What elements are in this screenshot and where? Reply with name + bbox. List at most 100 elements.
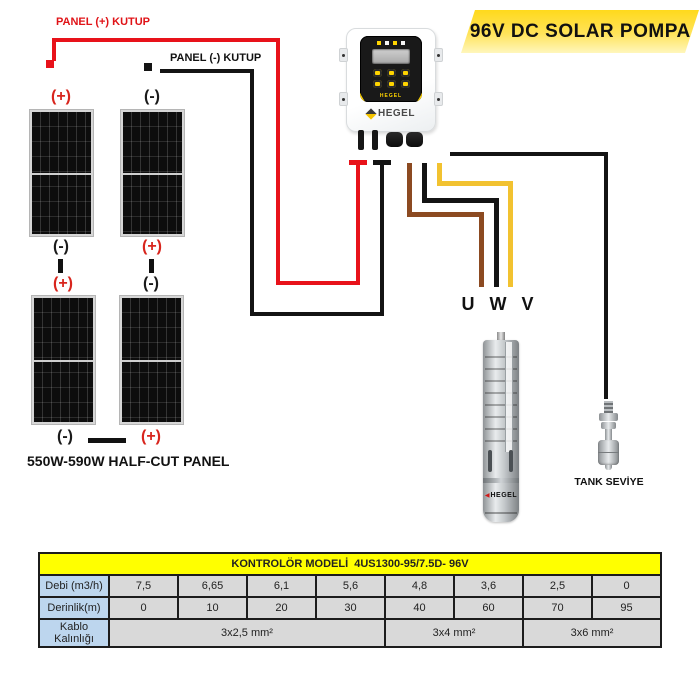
wire-w-black xyxy=(422,163,427,203)
panel-divider xyxy=(123,173,182,175)
wire-red-stub xyxy=(52,40,56,61)
wire-red-down xyxy=(276,38,280,285)
cable-gland xyxy=(358,130,364,150)
solar-panel-2 xyxy=(121,110,184,236)
debi-value: 4,8 xyxy=(384,574,455,598)
table-row: Debi (m3/h) 7,5 6,65 6,1 5,6 4,8 3,6 2,5… xyxy=(38,574,662,598)
derinlik-value: 95 xyxy=(591,596,662,620)
debi-value: 6,1 xyxy=(246,574,317,598)
panel-divider xyxy=(32,173,91,175)
controller-buttons[interactable] xyxy=(360,69,422,88)
solar-panel-4 xyxy=(120,296,183,424)
derinlik-value: 0 xyxy=(108,596,179,620)
derinlik-value: 40 xyxy=(384,596,455,620)
float-seam xyxy=(598,452,619,453)
panel3-top-polarity: (+) xyxy=(53,275,73,292)
wire-red-terminal-lead xyxy=(356,165,360,285)
wire-u-brown xyxy=(407,163,412,217)
wire-black-bottom xyxy=(250,312,384,316)
hegel-logo: HEGEL xyxy=(360,107,422,120)
wire-u-brown xyxy=(479,212,484,287)
wire-v-yellow xyxy=(437,181,513,186)
derinlik-value: 60 xyxy=(453,596,524,620)
float-thread xyxy=(604,401,613,413)
debi-value: 3,6 xyxy=(453,574,524,598)
panel-divider xyxy=(122,360,181,362)
submersible-pump: ◀ HEGEL xyxy=(483,332,519,522)
kablo-value: 3x6 mm² xyxy=(522,618,662,648)
debi-value: 5,6 xyxy=(315,574,386,598)
table-row: Derinlik(m) 0 10 20 30 40 60 70 95 xyxy=(38,596,662,620)
panel4-bottom-polarity: (+) xyxy=(141,428,161,445)
solar-panel-1 xyxy=(30,110,93,236)
pump-intake-slot xyxy=(488,450,492,472)
derinlik-value: 70 xyxy=(522,596,593,620)
panel2-top-polarity: (-) xyxy=(144,88,160,105)
mount-tab xyxy=(434,92,443,106)
cable-gland xyxy=(406,132,423,147)
wire-w-black xyxy=(422,198,499,203)
panel2-bottom-polarity: (+) xyxy=(142,238,162,255)
wire-red-bottom xyxy=(276,281,360,285)
wire-w-black xyxy=(494,198,499,287)
pump-coupling xyxy=(483,478,519,483)
kablo-value: 3x2,5 mm² xyxy=(108,618,386,648)
wire-black-top xyxy=(160,69,254,73)
panel4-top-polarity: (-) xyxy=(143,275,159,292)
panel-divider xyxy=(34,360,93,362)
series-link-right xyxy=(149,259,154,273)
pump-brand-text: HEGEL xyxy=(490,492,518,499)
hegel-diamond-icon xyxy=(365,107,377,120)
panel-minus-connector xyxy=(144,63,152,71)
float-nut xyxy=(599,413,618,421)
pump-base-line xyxy=(485,512,517,514)
debi-value: 6,65 xyxy=(177,574,248,598)
title-badge: 96V DC SOLAR POMPA xyxy=(461,10,699,53)
float-shaft xyxy=(605,429,612,440)
wire-black-terminal-lead xyxy=(380,165,384,316)
cable-gland xyxy=(372,130,378,150)
tank-label: TANK SEVİYE xyxy=(574,476,644,488)
row-label-debi: Debi (m3/h) xyxy=(38,574,110,598)
panel1-bottom-polarity: (-) xyxy=(53,238,69,255)
wire-u-brown xyxy=(407,212,484,217)
wire-tank-down xyxy=(604,152,608,399)
cable-gland xyxy=(386,132,403,147)
series-link-left xyxy=(58,259,63,273)
spec-table-title: KONTROLÖR MODELİ 4US1300-95/7.5D- 96V xyxy=(38,552,662,576)
debi-value: 2,5 xyxy=(522,574,593,598)
status-leds xyxy=(360,41,422,45)
derinlik-value: 20 xyxy=(246,596,317,620)
pump-brand: ◀ HEGEL xyxy=(483,492,519,499)
wire-red-top xyxy=(52,38,280,42)
lcd-screen xyxy=(372,49,410,64)
derinlik-value: 30 xyxy=(315,596,386,620)
kablo-value: 3x4 mm² xyxy=(384,618,524,648)
mount-tab xyxy=(339,48,348,62)
float-tip xyxy=(605,465,612,470)
title-badge-text: 96V DC SOLAR POMPA xyxy=(469,20,691,42)
mount-tab xyxy=(434,48,443,62)
panel-caption: 550W-590W HALF-CUT PANEL xyxy=(27,453,230,469)
panel-minus-label: PANEL (-) KUTUP xyxy=(170,52,262,64)
row-label-kablo: Kablo Kalınlığı xyxy=(38,618,110,648)
controller-spec-table: KONTROLÖR MODELİ 4US1300-95/7.5D- 96V De… xyxy=(38,552,662,648)
controller-panel-brand: HEGEL xyxy=(379,93,403,99)
hegel-arrow-icon: ◀ xyxy=(484,492,490,499)
pump-phase-label: U W V xyxy=(461,294,539,314)
mount-tab xyxy=(339,92,348,106)
wire-tank-top xyxy=(450,152,608,156)
debi-value: 0 xyxy=(591,574,662,598)
terminal-black-minus xyxy=(373,160,391,165)
float-nut xyxy=(601,422,616,429)
pump-intake-slot xyxy=(509,450,513,472)
series-link-bottom xyxy=(88,438,126,443)
panel3-bottom-polarity: (-) xyxy=(57,428,73,445)
derinlik-value: 10 xyxy=(177,596,248,620)
tank-float-switch xyxy=(595,401,622,470)
terminal-red-plus xyxy=(349,160,367,165)
pump-cable-guard xyxy=(505,342,514,452)
controller-display-panel: HEGEL xyxy=(360,36,422,102)
panel-plus-label: PANEL (+) KUTUP xyxy=(56,16,151,28)
